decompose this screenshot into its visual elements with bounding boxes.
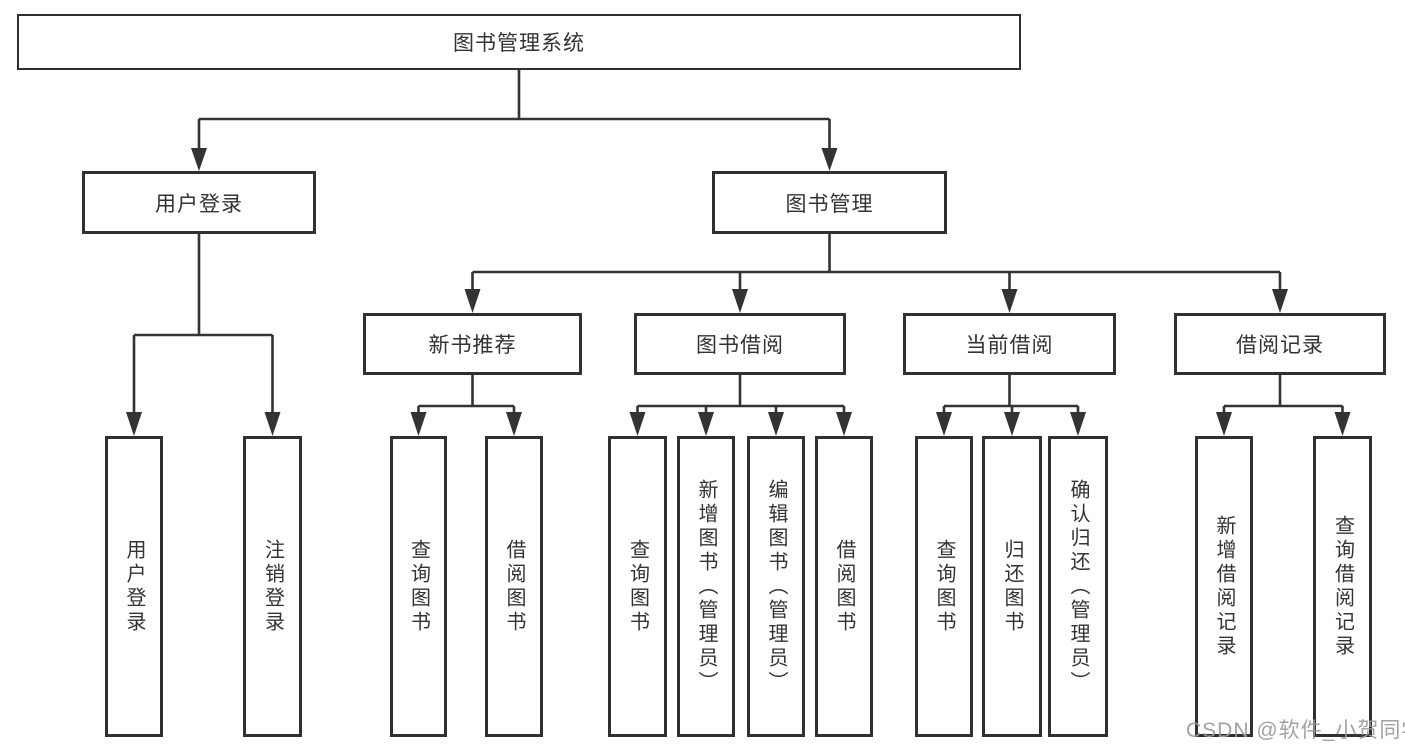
leaf-newrec-query-books: 查询图书 (390, 436, 447, 737)
leaf-borrow-query-books: 查询图书 (608, 436, 667, 737)
leaf-logout: 注销登录 (243, 436, 302, 737)
leaf-newrec-borrow-books: 借阅图书 (485, 436, 543, 737)
node-label: 用户登录 (123, 538, 145, 635)
node-label: 新增借阅记录 (1213, 514, 1235, 659)
connector-current-borrow-children (936, 375, 1086, 436)
node-label: 借阅图书 (503, 538, 525, 635)
connector-borrow-records-children (1216, 375, 1351, 436)
leaf-borrow-add-books-admin: 新增图书（管理员） (677, 436, 735, 737)
node-label: 查询图书 (933, 538, 955, 635)
node-label: 确认归还（管理员） (1067, 478, 1089, 695)
node-label: 图书管理系统 (453, 32, 585, 55)
node-label: 查询借阅记录 (1331, 514, 1354, 659)
leaf-current-return-books: 归还图书 (982, 436, 1042, 737)
node-label: 查询图书 (626, 538, 649, 635)
node-label: 图书管理 (785, 192, 874, 216)
connector-new-book-children (410, 375, 522, 436)
node-user-login: 用户登录 (82, 171, 316, 234)
node-borrowing-records: 借阅记录 (1174, 313, 1386, 375)
csdn-watermark: CSDN @软件_小贺同学 (1186, 719, 1405, 742)
node-label: 查询图书 (407, 538, 430, 635)
node-label: 新增图书（管理员） (695, 478, 717, 695)
node-label: 注销登录 (261, 538, 284, 635)
leaf-borrow-borrow-books: 借阅图书 (815, 436, 873, 737)
leaf-borrow-edit-books-admin: 编辑图书（管理员） (747, 436, 805, 737)
node-label: 借阅记录 (1236, 334, 1324, 357)
node-label: 图书借阅 (696, 334, 784, 357)
node-library-system: 图书管理系统 (17, 14, 1021, 70)
node-label: 用户登录 (155, 192, 243, 216)
leaf-records-query-record: 查询借阅记录 (1313, 436, 1372, 737)
connector-root-to-level2 (191, 70, 838, 171)
node-label: 新书推荐 (428, 334, 517, 357)
node-label: 归还图书 (1001, 538, 1023, 635)
node-book-management: 图书管理 (712, 171, 947, 234)
connector-book-mgmt-children (464, 234, 1288, 313)
leaf-user-login: 用户登录 (105, 436, 163, 737)
node-book-borrowing: 图书借阅 (634, 313, 846, 375)
node-label: 编辑图书（管理员） (765, 478, 787, 695)
node-new-book-recommend: 新书推荐 (363, 313, 582, 375)
connector-book-borrow-children (629, 375, 852, 436)
leaf-current-query-books: 查询图书 (915, 436, 973, 737)
node-label: 当前借阅 (965, 334, 1054, 357)
node-current-borrowing: 当前借阅 (903, 313, 1116, 375)
leaf-records-add-record: 新增借阅记录 (1195, 436, 1253, 737)
connector-user-login-children (126, 234, 281, 436)
node-label: 借阅图书 (833, 538, 855, 635)
leaf-current-confirm-return-admin: 确认归还（管理员） (1048, 436, 1108, 737)
